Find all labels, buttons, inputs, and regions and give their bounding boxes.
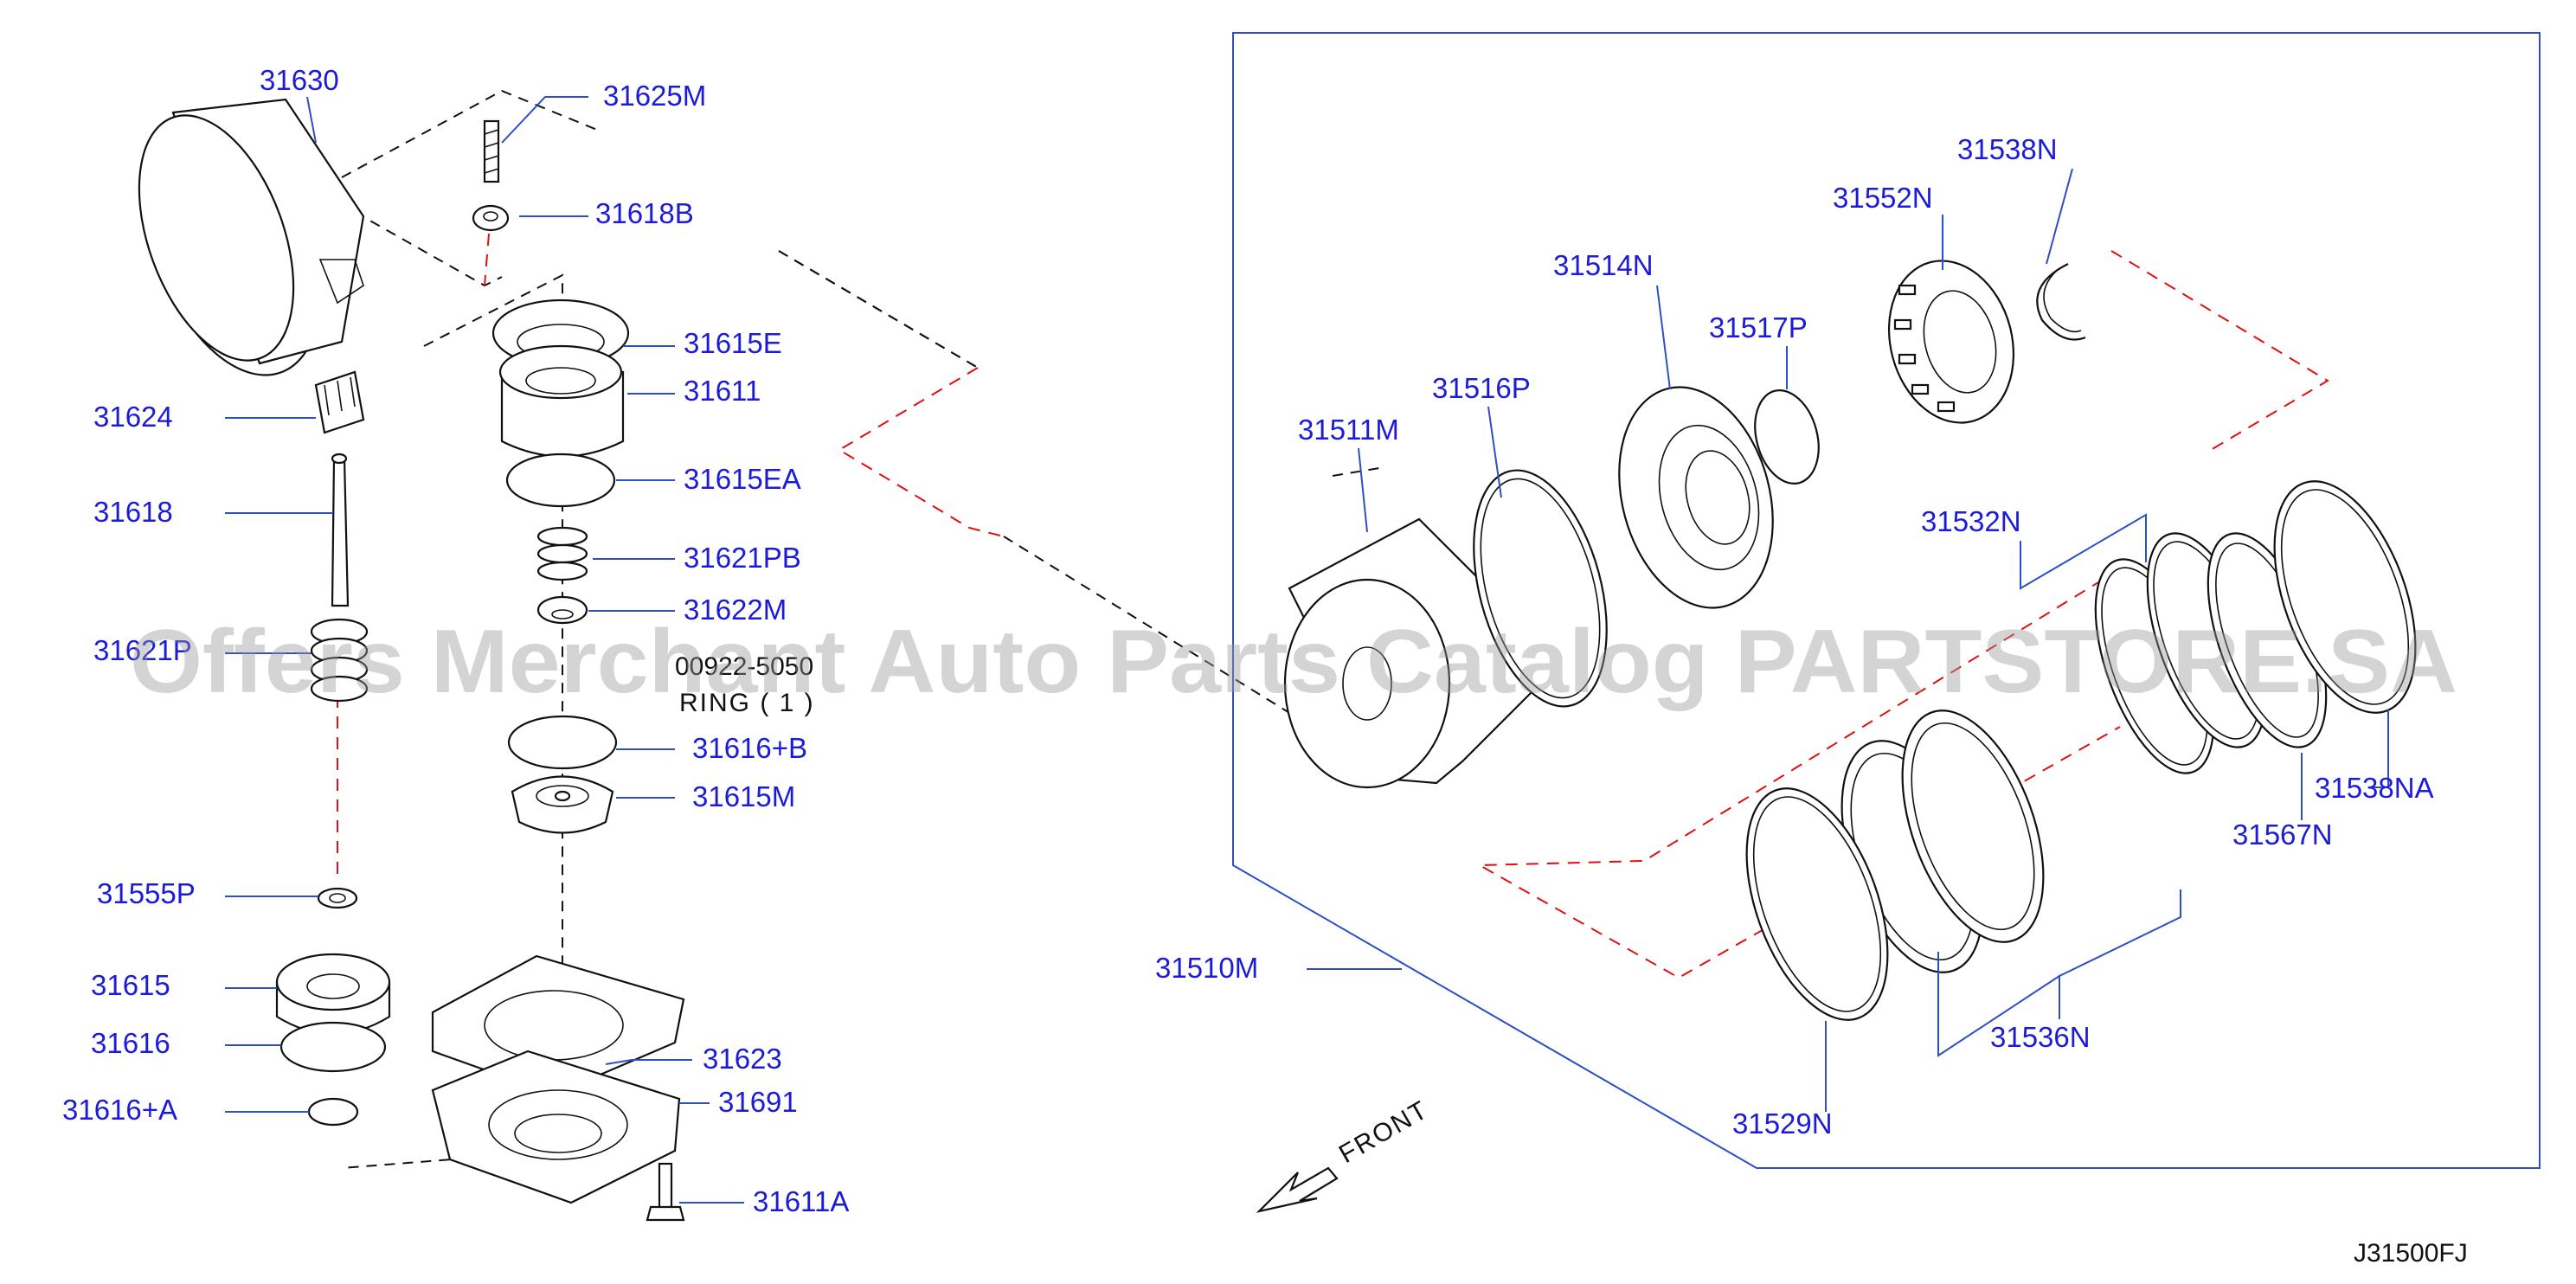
label-31538N[interactable]: 31538N	[1957, 133, 2058, 165]
label-31691[interactable]: 31691	[718, 1086, 798, 1118]
label-31622M[interactable]: 31622M	[684, 594, 787, 626]
small-spring-part[interactable]	[310, 618, 369, 703]
anchor-clip-part[interactable]	[314, 370, 365, 434]
label-31555P[interactable]: 31555P	[97, 877, 196, 909]
label-31552N[interactable]: 31552N	[1833, 182, 1933, 214]
label-31616[interactable]: 31616	[91, 1027, 170, 1059]
driven-plates-part[interactable]	[2072, 518, 2290, 788]
leader-lines	[225, 96, 2389, 1204]
clutch-drum-part[interactable]	[1283, 517, 1533, 789]
brake-band-part[interactable]	[109, 86, 365, 399]
label-31624[interactable]: 31624	[93, 401, 173, 433]
dish-plate-part[interactable]	[1718, 770, 1915, 1039]
label-31615[interactable]: 31615	[91, 969, 170, 1001]
label-31538NA[interactable]: 31538NA	[2315, 772, 2434, 804]
washer-part[interactable]	[317, 887, 358, 909]
label-31615E[interactable]: 31615E	[684, 327, 782, 359]
label-31621P[interactable]: 31621P	[93, 634, 192, 666]
snap-ring-31516P[interactable]	[1450, 456, 1630, 722]
snap-ring-31538NA[interactable]	[2246, 463, 2443, 732]
label-31532N[interactable]: 31532N	[1921, 505, 2021, 537]
lower-piston-part[interactable]	[275, 953, 391, 1127]
stud-part[interactable]	[483, 119, 500, 183]
label-31618B[interactable]: 31618B	[595, 197, 694, 229]
bolt-part[interactable]	[646, 1162, 685, 1222]
label-31623[interactable]: 31623	[703, 1043, 782, 1075]
label-31611A[interactable]: 31611A	[753, 1185, 849, 1217]
spring-retainer-part[interactable]	[1872, 247, 2031, 437]
servo-rod-part[interactable]	[331, 453, 350, 607]
diagram-code: J31500FJ	[2354, 1239, 2468, 1268]
label-31516P[interactable]: 31516P	[1432, 372, 1531, 404]
ring-part-number: 00922-5050	[675, 652, 813, 681]
return-spring-part[interactable]	[536, 526, 588, 625]
label-31511M[interactable]: 31511M	[1298, 414, 1399, 446]
snap-ring-31538N[interactable]	[2036, 263, 2086, 341]
label-31510M[interactable]: 31510M	[1155, 952, 1258, 984]
front-arrow-icon	[1256, 1166, 1339, 1213]
servo-gasket-part[interactable]	[431, 954, 685, 1096]
label-31630[interactable]: 31630	[260, 64, 339, 96]
label-31514N[interactable]: 31514N	[1553, 249, 1654, 281]
label-31616-B[interactable]: 31616+B	[692, 732, 807, 764]
label-31615M[interactable]: 31615M	[692, 780, 795, 812]
label-31567N[interactable]: 31567N	[2232, 819, 2333, 851]
servo-housing-part[interactable]	[431, 1050, 681, 1204]
front-label: FRONT	[1334, 1095, 1434, 1169]
label-31529N[interactable]: 31529N	[1732, 1107, 1833, 1140]
seal-ring-part[interactable]	[1745, 383, 1828, 491]
label-31616-A[interactable]: 31616+A	[62, 1094, 177, 1126]
label-31517P[interactable]: 31517P	[1709, 311, 1808, 343]
label-31615EA[interactable]: 31615EA	[684, 463, 801, 495]
assembly-frame	[1232, 32, 2541, 1169]
label-31536N[interactable]: 31536N	[1990, 1021, 2091, 1053]
watermark-text: Offers Merchant Auto Parts Catalog PARTS…	[130, 612, 2457, 712]
label-31621PB[interactable]: 31621PB	[684, 542, 801, 574]
nut-part[interactable]	[472, 204, 510, 232]
servo-piston-part[interactable]	[491, 299, 630, 508]
label-31611[interactable]: 31611	[684, 375, 761, 407]
servo-cover-part[interactable]	[507, 715, 618, 834]
label-31625M[interactable]: 31625M	[603, 80, 706, 112]
ring-note-text: RING ( 1 )	[679, 689, 815, 717]
assembly-red-lines	[337, 233, 2329, 979]
clutch-piston-part[interactable]	[1596, 369, 1796, 625]
label-31618[interactable]: 31618	[93, 496, 173, 528]
